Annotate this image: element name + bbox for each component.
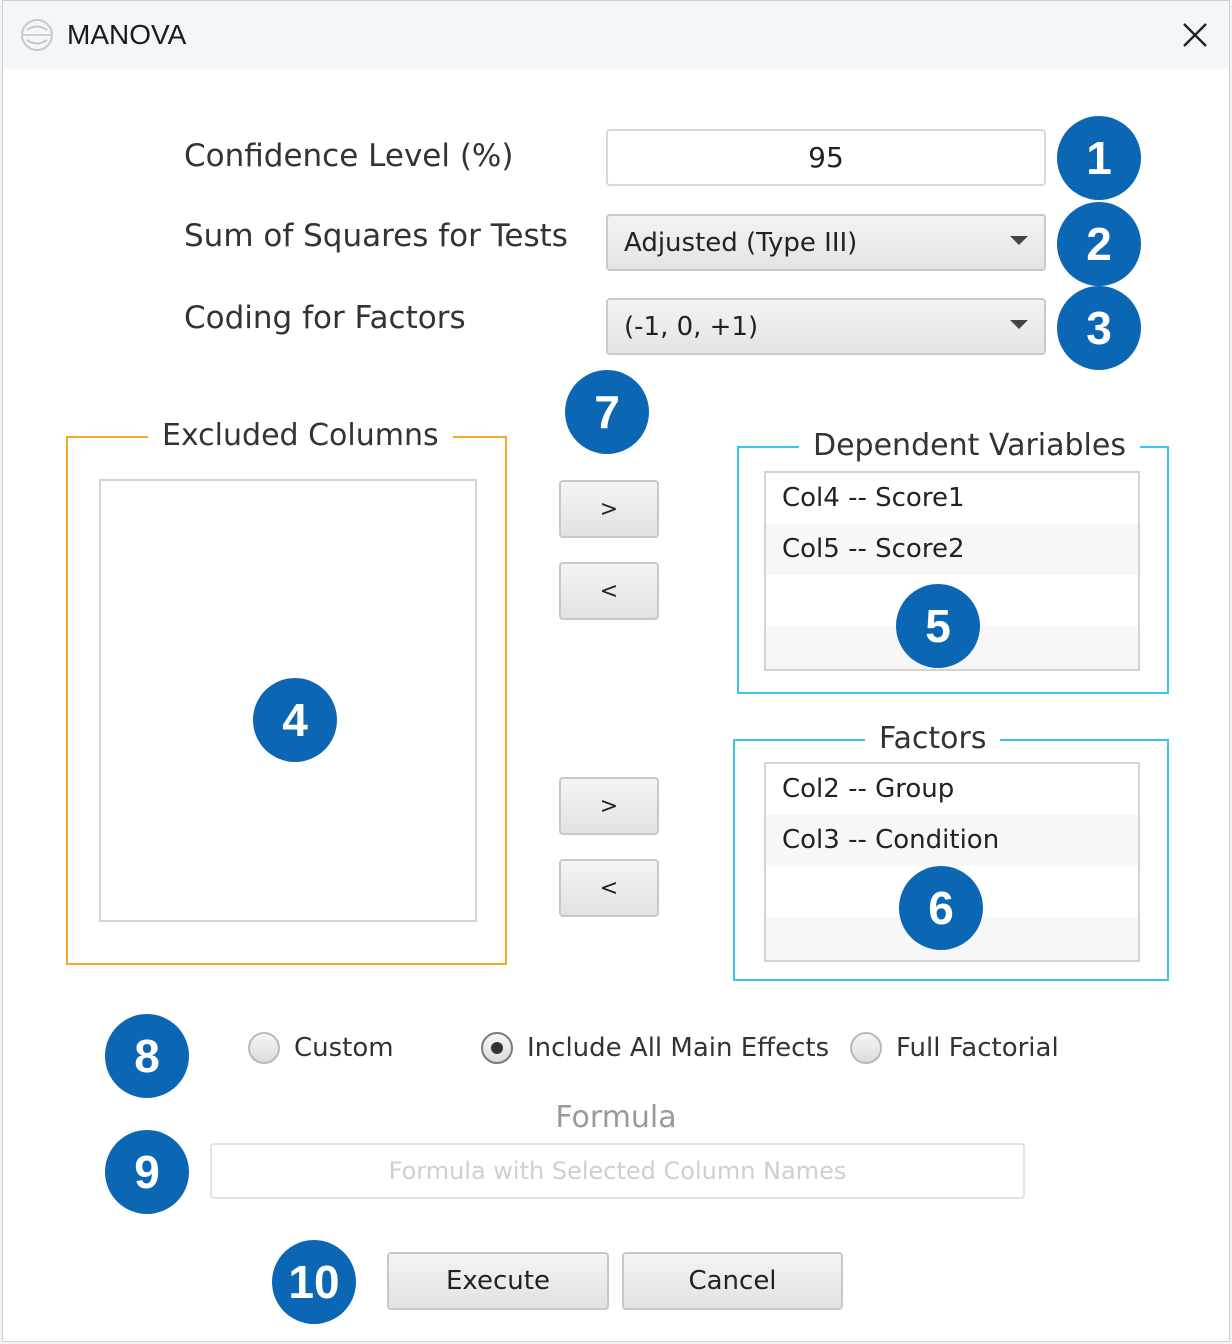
coding-for-factors-label: Coding for Factors [184, 300, 466, 336]
excluded-columns-group: Excluded Columns [66, 418, 507, 965]
dependent-variables-group: Dependent Variables [737, 428, 1169, 694]
sum-of-squares-select[interactable]: Adjusted (Type III) [606, 214, 1046, 271]
sum-of-squares-label: Sum of Squares for Tests [184, 218, 568, 254]
list-item[interactable]: Col5 -- Score2 [766, 524, 1138, 575]
close-icon [1183, 23, 1207, 47]
callout-badge-1: 1 [1057, 116, 1141, 200]
radio-circle [248, 1032, 280, 1064]
radio-custom-label: Custom [294, 1033, 394, 1063]
callout-badge-2: 2 [1057, 202, 1141, 286]
radio-full-factorial[interactable]: Full Factorial [850, 1032, 1059, 1064]
radio-main-effects-label: Include All Main Effects [527, 1033, 830, 1063]
coding-for-factors-select[interactable]: (-1, 0, +1) [606, 298, 1046, 355]
add-factor-button[interactable]: > [559, 777, 659, 835]
title-bar: MANOVA [3, 1, 1229, 69]
execute-button[interactable]: Execute [387, 1252, 609, 1310]
confidence-level-label: Confidence Level (%) [184, 138, 514, 174]
close-button[interactable] [1161, 1, 1229, 69]
factors-group: Factors [733, 721, 1169, 981]
formula-label: Formula [555, 1100, 677, 1135]
callout-badge-3: 3 [1057, 286, 1141, 370]
formula-input[interactable]: Formula with Selected Column Names [210, 1143, 1025, 1199]
callout-badge-9: 9 [105, 1130, 189, 1214]
chevron-down-icon [1010, 320, 1028, 329]
sum-of-squares-value: Adjusted (Type III) [624, 228, 858, 258]
excluded-columns-title: Excluded Columns [148, 418, 453, 453]
factors-title: Factors [865, 721, 1001, 756]
confidence-level-input[interactable]: 95 [606, 129, 1046, 186]
radio-circle [850, 1032, 882, 1064]
cancel-button[interactable]: Cancel [622, 1252, 843, 1310]
remove-dependent-button[interactable]: < [559, 562, 659, 620]
app-logo-icon [21, 19, 53, 51]
list-item[interactable]: Col2 -- Group [782, 774, 955, 804]
add-dependent-button[interactable]: > [559, 480, 659, 538]
radio-custom[interactable]: Custom [248, 1032, 394, 1064]
radio-circle-checked [481, 1032, 513, 1064]
callout-badge-7: 7 [565, 370, 649, 454]
remove-factor-button[interactable]: < [559, 859, 659, 917]
window-title: MANOVA [67, 19, 187, 50]
dependent-variables-title: Dependent Variables [799, 428, 1140, 463]
coding-for-factors-value: (-1, 0, +1) [624, 312, 759, 342]
list-item[interactable]: Col4 -- Score1 [782, 483, 965, 513]
callout-badge-8: 8 [105, 1014, 189, 1098]
list-item[interactable]: Col3 -- Condition [766, 815, 1138, 866]
radio-full-factorial-label: Full Factorial [896, 1033, 1059, 1063]
callout-badge-5: 5 [896, 584, 980, 668]
chevron-down-icon [1010, 236, 1028, 245]
callout-badge-4: 4 [253, 678, 337, 762]
radio-main-effects[interactable]: Include All Main Effects [481, 1032, 829, 1064]
callout-badge-6: 6 [899, 866, 983, 950]
callout-badge-10: 10 [272, 1240, 356, 1324]
